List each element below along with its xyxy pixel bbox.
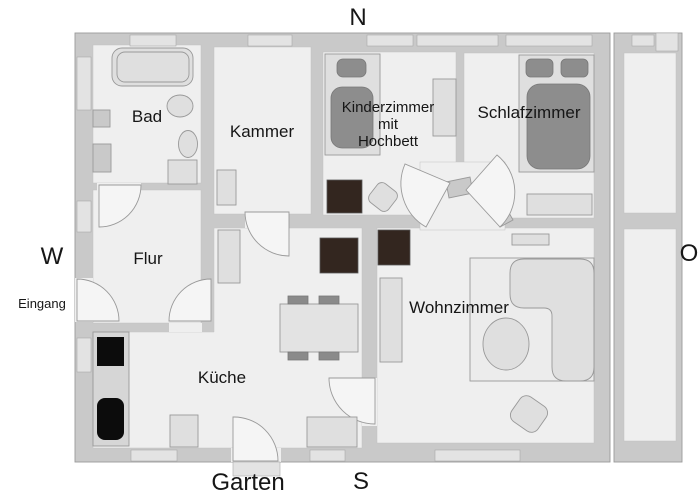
- kammer-label: Kammer: [230, 122, 295, 141]
- wohnzimmer-seating: [482, 258, 595, 382]
- garden-step: [232, 461, 281, 477]
- wohnzimmer-label: Wohnzimmer: [409, 298, 509, 317]
- sofa: [509, 258, 595, 382]
- window-west-bad: [76, 56, 92, 111]
- window-south-kueche: [130, 449, 178, 462]
- kueche-sideboard: [306, 416, 358, 448]
- schlafzimmer-dresser: [526, 193, 593, 216]
- kueche-label: Küche: [198, 368, 246, 387]
- annex-corner-notch: [655, 32, 679, 52]
- wohnzimmer-windowsill: [511, 233, 550, 246]
- dining-cupboard: [217, 229, 241, 284]
- kueche-stove-appliance: [97, 337, 124, 366]
- kinderzimmer-door-arc: [400, 163, 451, 228]
- kammer-radiator: [216, 169, 237, 206]
- annex-floor-upper: [623, 52, 677, 214]
- kueche-floor: [92, 227, 363, 449]
- bad-door-arc: [98, 184, 142, 228]
- window-south-mid: [309, 449, 346, 462]
- bad-wall-pillar-lower: [92, 143, 112, 173]
- entrance-label: Eingang: [18, 296, 66, 311]
- kueche-wohnzimmer-door-arc: [328, 377, 376, 425]
- kinderzimmer-mattress: [330, 86, 374, 149]
- schlafzimmer-door-arc: [465, 154, 516, 228]
- wohnzimmer-shelf: [379, 277, 403, 363]
- window-north-annex: [631, 34, 655, 47]
- flur-label: Flur: [133, 249, 163, 268]
- window-north-schlafzimmer: [505, 34, 593, 47]
- flur-kueche-door-arc: [168, 278, 212, 322]
- schlafzimmer-pillow-left: [525, 58, 554, 78]
- windows: [76, 32, 679, 477]
- toilet: [178, 130, 198, 158]
- wohnzimmer-stove: [377, 229, 411, 266]
- kueche-sink-appliance: [97, 398, 124, 440]
- furniture-dark: [330, 58, 591, 170]
- washing-machine: [167, 159, 198, 185]
- schlafzimmer-pillow-right: [560, 58, 589, 78]
- kinderzimmer-label-line2: mit: [378, 116, 399, 133]
- bad-label: Bad: [132, 107, 162, 126]
- entrance-door-arc: [76, 278, 120, 322]
- window-west-kueche: [76, 337, 92, 373]
- kinderzimmer-wardrobe: [432, 78, 457, 137]
- garden-door-arc: [232, 416, 279, 462]
- bathtub-inner-rim: [116, 51, 190, 83]
- garden-label: Garten: [211, 469, 284, 496]
- kinderzimmer-label-line3: Hochbett: [358, 133, 419, 150]
- window-south-wohnzimmer: [434, 449, 521, 462]
- chair-bottom-left: [287, 351, 309, 361]
- bad-wall-pillar-upper: [92, 109, 111, 128]
- window-west-flur: [76, 200, 92, 233]
- kinderzimmer-stove: [326, 179, 363, 214]
- kinderzimmer-stool: [368, 182, 398, 212]
- chair-top-right: [318, 295, 340, 305]
- window-north-mid: [416, 34, 499, 47]
- compass-east-label: O: [680, 240, 699, 267]
- sink: [166, 94, 194, 118]
- compass-west-label: W: [41, 243, 64, 270]
- coffee-table: [482, 317, 530, 371]
- window-north-bad: [129, 34, 177, 47]
- compass-north-label: N: [349, 4, 366, 31]
- kinderzimmer-pillow: [336, 58, 367, 78]
- window-north-kinderzimmer: [366, 34, 414, 47]
- schlafzimmer-label: Schlafzimmer: [478, 103, 581, 122]
- dining-chairs: [287, 295, 340, 361]
- kammer-door-arc: [244, 211, 290, 257]
- schlafzimmer-mattress: [526, 83, 591, 170]
- kinderzimmer-label-line1: Kinderzimmer: [342, 99, 435, 116]
- compass-south-label: S: [353, 468, 369, 495]
- labels: N S W O Eingang Garten Bad Kammer Kinder…: [18, 4, 698, 496]
- chair-bottom-right: [318, 351, 340, 361]
- kueche-fixture: [169, 414, 199, 448]
- dining-table: [279, 303, 359, 353]
- stoves: [319, 179, 411, 274]
- flur-kueche-door-opening: [169, 323, 202, 332]
- annex-floor-lower: [623, 228, 677, 442]
- kueche-appliances: [97, 337, 124, 440]
- chair-top-left: [287, 295, 309, 305]
- bathtub: [111, 47, 194, 87]
- dining-stove: [319, 237, 359, 274]
- doors: [76, 154, 516, 462]
- window-north-kammer: [247, 34, 293, 47]
- pouf: [509, 395, 549, 433]
